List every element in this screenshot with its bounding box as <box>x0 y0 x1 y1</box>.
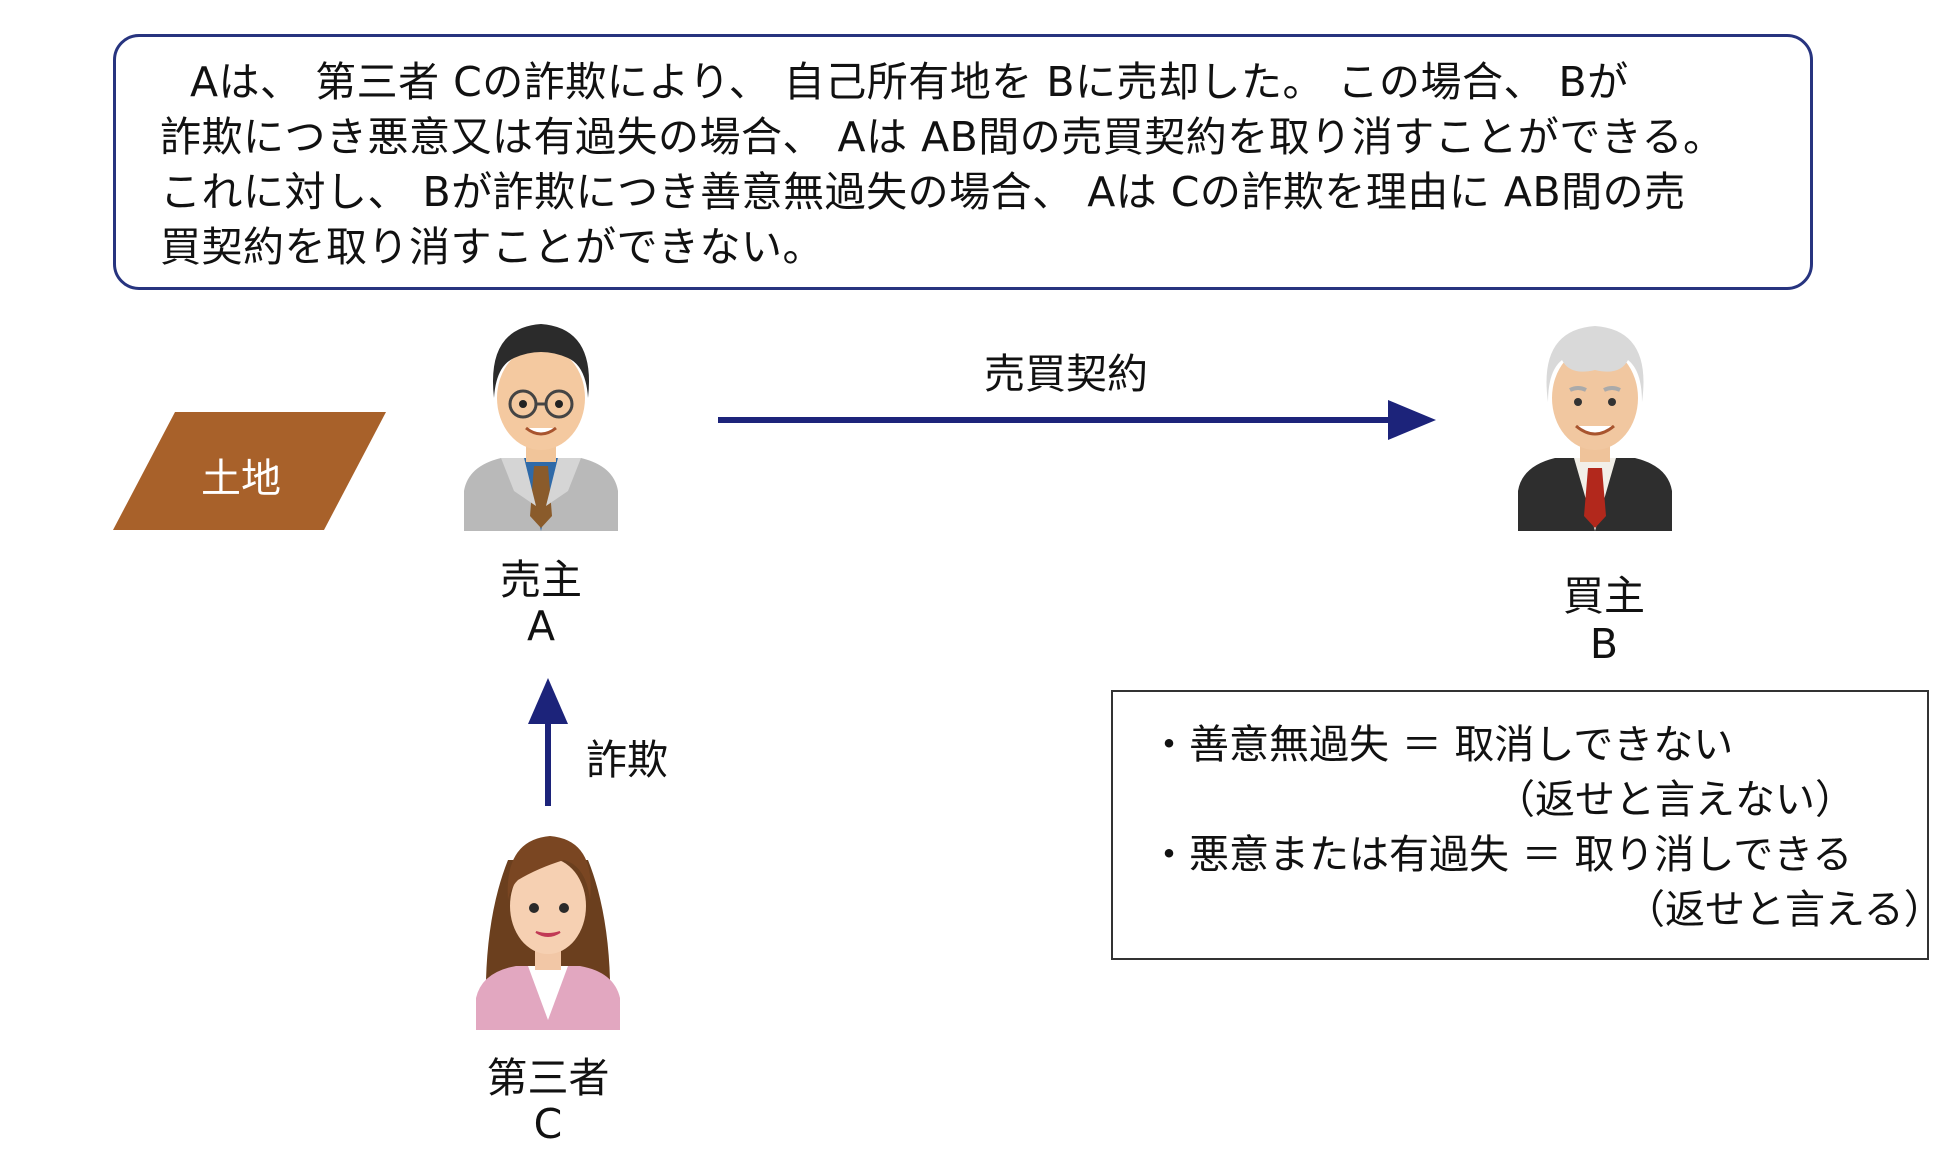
land-label: 土地 <box>201 456 281 502</box>
third-party-role: 第三者 <box>486 1054 610 1102</box>
caption-line: 買契約を取り消すことができない。 <box>160 223 824 271</box>
seller-role: 売主 <box>500 556 582 604</box>
caption-box: Aは、 第三者 Cの詐欺により、 自己所有地を Bに売却した。 この場合、 Bが… <box>113 34 1813 290</box>
seller-letter: A <box>526 602 556 650</box>
fraud-label: 詐欺 <box>586 736 668 784</box>
contract-arrow <box>718 398 1436 442</box>
land-shape: 土地 <box>113 412 386 530</box>
man-with-glasses-avatar-icon <box>456 316 626 531</box>
land-parallelogram <box>113 412 386 530</box>
rule1-main: ・善意無過失 ＝ 取消しできない <box>1149 722 1734 768</box>
rule2-main: ・悪意または有過失 ＝ 取り消しできる <box>1149 832 1853 878</box>
elderly-man-avatar-icon <box>1510 316 1680 531</box>
buyer-role: 買主 <box>1563 572 1645 620</box>
rule2-sub: （返せと言える） <box>1625 887 1944 933</box>
rule1-sub: （返せと言えない） <box>1495 777 1855 823</box>
caption-line: Aは、 第三者 Cの詐欺により、 自己所有地を Bに売却した。 この場合、 Bが <box>190 58 1629 106</box>
caption-line: これに対し、 Bが詐欺につき善意無過失の場合、 Aは Cの詐欺を理由に AB間の… <box>160 168 1686 216</box>
caption-line: 詐欺につき悪意又は有過失の場合、 Aは AB間の売買契約を取り消すことができる。 <box>160 113 1725 161</box>
rule-box: ・善意無過失 ＝ 取消しできない （返せと言えない） ・悪意または有過失 ＝ 取… <box>1111 690 1944 960</box>
contract-label: 売買契約 <box>984 350 1148 398</box>
woman-avatar-icon <box>468 820 628 1030</box>
buyer-letter: B <box>1589 620 1619 668</box>
fraud-arrow <box>526 678 570 806</box>
third-party-letter: C <box>533 1100 563 1148</box>
